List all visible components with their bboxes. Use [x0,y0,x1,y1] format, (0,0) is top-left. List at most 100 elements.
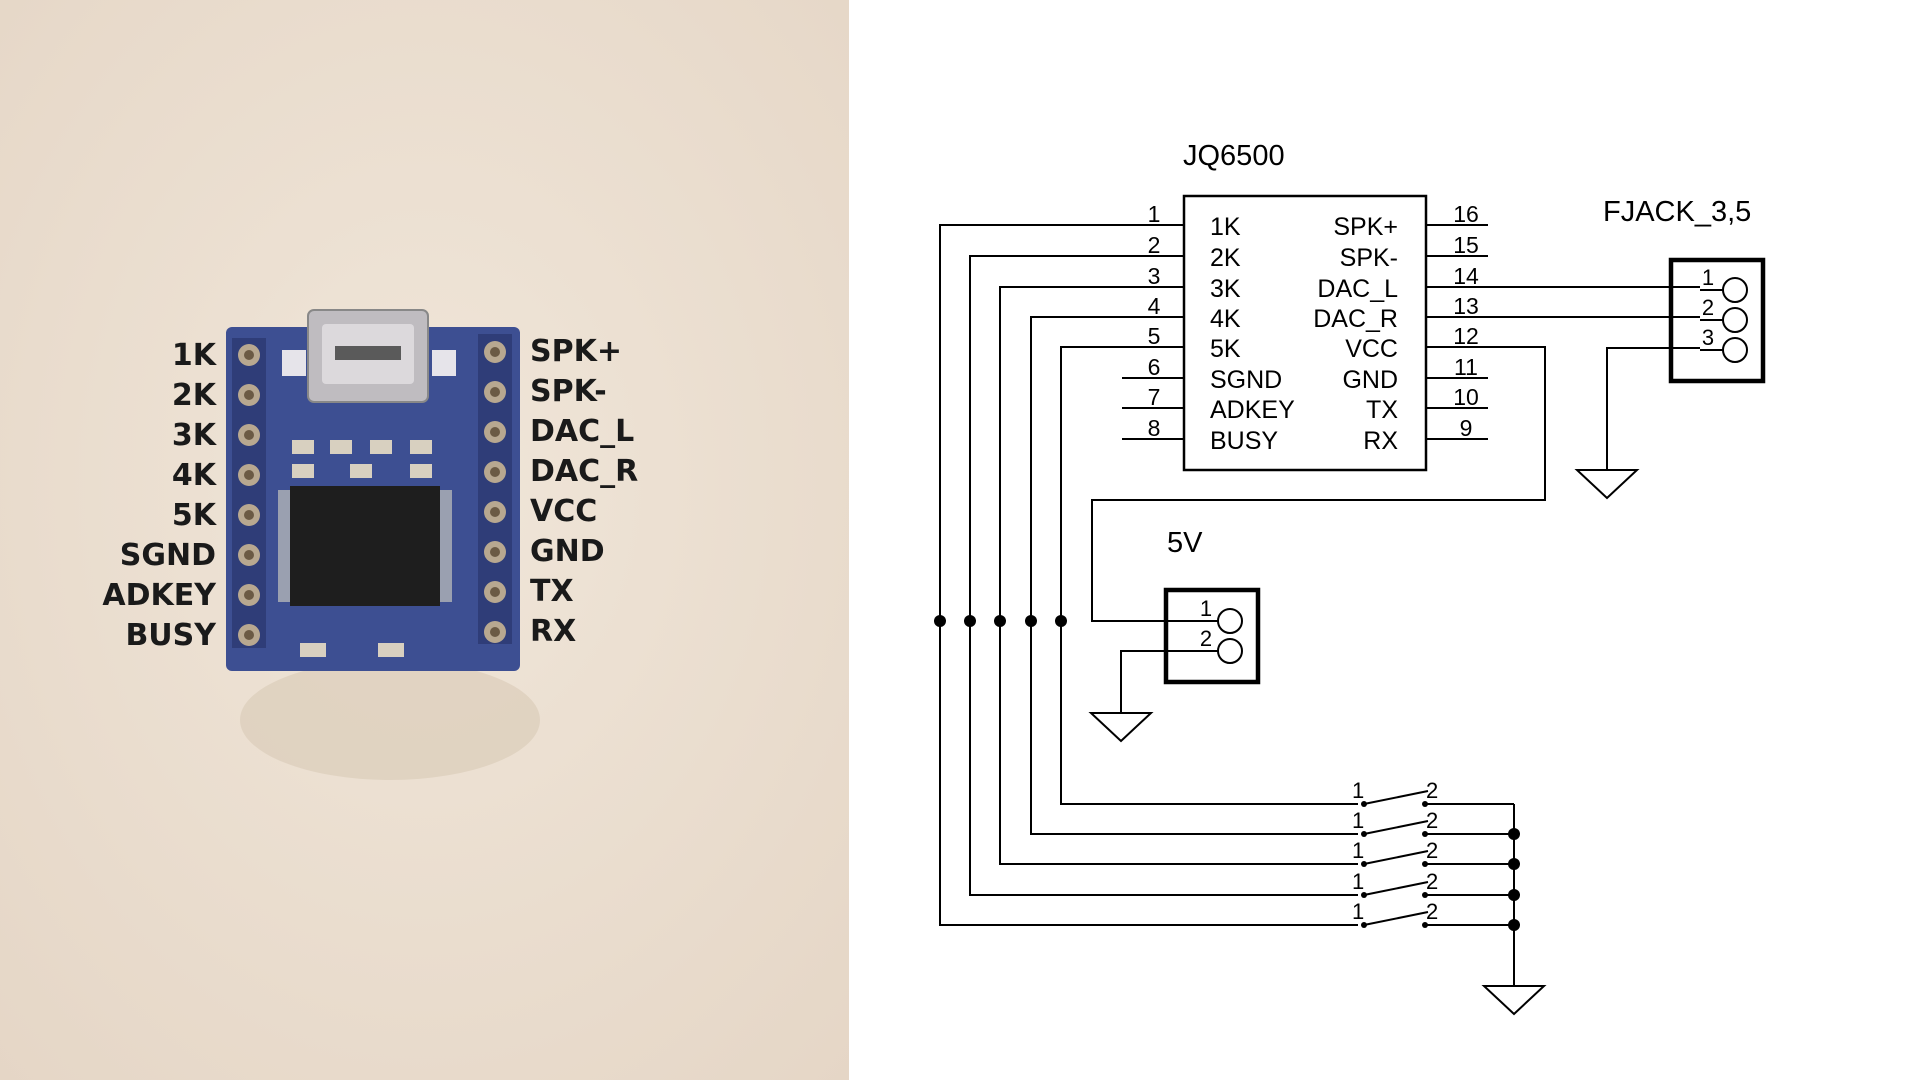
pin-name-gnd: GND [1342,366,1398,394]
pin-number-9: 9 [1460,415,1473,441]
pin-name-1k: 1K [1210,213,1241,241]
power-connector-body [1163,587,1261,685]
module-photo-canvas: 1K 2K 3K 4K 5K SGND ADKEY BUSY SPK+ SPK-… [0,0,849,1080]
board-label-5k: 5K [172,498,218,533]
pin-number-6: 6 [1148,354,1161,380]
board-label-gnd: GND [530,534,605,569]
jq6500-chip-body [1182,194,1428,472]
pin-name-tx: TX [1366,396,1398,424]
jq6500-board [226,309,520,671]
power-pin-2-circle [1217,638,1243,664]
pin-name-adkey: ADKEY [1210,396,1295,424]
jack-pins: 1 2 3 [1700,265,1748,363]
wire-key-2k [969,255,1364,896]
switch-4k-pin-2: 2 [1426,808,1438,833]
pin-name-spk-minus: SPK- [1340,244,1398,272]
pin-number-8: 8 [1148,415,1161,441]
right-pin-header [478,334,512,644]
pin-number-2: 2 [1148,232,1161,258]
pin-name-dac-l: DAC_L [1317,275,1398,303]
wire-key-1k [939,224,1364,926]
board-label-dac-l: DAC_L [530,414,634,449]
pin-name-dac-r: DAC_R [1313,305,1398,333]
right-pin-labels: SPK+ SPK- DAC_L DAC_R VCC GND TX RX [530,334,638,649]
switch-4k: 1 2 [1352,808,1514,845]
ground-symbol-switches [1481,985,1547,1016]
pin-number-4: 4 [1148,293,1161,319]
board-label-4k: 4K [172,458,218,493]
power-pin-1-circle [1217,608,1243,634]
switch-4k-pin-1: 1 [1352,808,1364,833]
left-pin-labels: 1K 2K 3K 4K 5K SGND ADKEY BUSY [102,338,217,653]
board-label-1k: 1K [172,338,218,373]
pin-number-15: 15 [1453,232,1479,258]
key-wires [939,224,1364,926]
schematic-diagram: JQ6500 1 2 3 4 5 6 [934,140,1766,1016]
board-label-dac-r: DAC_R [530,454,638,489]
switch-2k: 1 2 [1352,869,1514,906]
key-junction-dots [934,615,1067,627]
switch-2k-pin-1: 1 [1352,869,1364,894]
jack-connector-body [1668,257,1766,384]
ic-chip [278,486,452,606]
pin-name-5k: 5K [1210,335,1241,363]
switch-1k: 1 2 [1352,899,1514,936]
wire-key-3k [999,286,1364,865]
switch-5k-pin-1: 1 [1352,778,1364,803]
ground-symbol-jack [1574,469,1640,500]
pin-number-3: 3 [1148,263,1161,289]
board-label-sgnd: SGND [120,538,216,573]
pin-number-5: 5 [1148,323,1161,349]
power-pin-1-label: 1 [1200,596,1212,621]
board-label-tx: TX [530,574,574,609]
board-label-spk-plus: SPK+ [530,334,622,369]
power-pin-2-label: 2 [1200,626,1212,651]
ground-symbol-power [1088,712,1154,743]
board-label-3k: 3K [172,418,218,453]
board-label-2k: 2K [172,378,218,413]
wire-jack-gnd [1606,347,1700,470]
board-label-spk-minus: SPK- [530,374,607,409]
chip-title: JQ6500 [1183,140,1285,172]
wire-key-5k [1060,346,1364,805]
pin-name-vcc: VCC [1345,335,1398,363]
board-label-rx: RX [530,614,576,649]
pin-name-4k: 4K [1210,305,1241,333]
pin-number-1: 1 [1148,201,1161,227]
chip-right-pin-stubs [1426,224,1488,440]
left-pin-header [232,338,266,648]
key-switches: 1 2 1 2 1 2 [1352,778,1514,936]
wire-key-4k [1030,316,1364,835]
pin-number-14: 14 [1453,263,1479,289]
switch-3k-pin-1: 1 [1352,838,1364,863]
pin-name-sgnd: SGND [1210,366,1282,394]
pin-number-10: 10 [1453,384,1479,410]
board-label-busy: BUSY [125,618,217,653]
switch-3k-pin-2: 2 [1426,838,1438,863]
schematic-panel: JQ6500 1 2 3 4 5 6 [849,0,1920,1080]
pin-name-3k: 3K [1210,275,1241,303]
switch-2k-pin-2: 2 [1426,869,1438,894]
board-label-vcc: VCC [530,494,597,529]
board-shadow [240,660,540,780]
switch-1k-pin-2: 2 [1426,899,1438,924]
switch-3k: 1 2 [1352,838,1514,875]
pin-name-spk-plus: SPK+ [1333,213,1398,241]
pin-name-rx: RX [1363,427,1398,455]
pin-number-12: 12 [1453,323,1479,349]
jack-pin-3-label: 3 [1702,325,1714,350]
jack-pin-2-circle [1722,307,1748,333]
pin-number-16: 16 [1453,201,1479,227]
wire-power-gnd [1120,650,1195,713]
pin-number-7: 7 [1148,384,1161,410]
power-connector-pins: 1 2 [1195,596,1243,664]
switch-5k-pin-2: 2 [1426,778,1438,803]
jack-pin-1-circle [1722,277,1748,303]
jack-pin-3-circle [1722,337,1748,363]
pin-name-2k: 2K [1210,244,1241,272]
jack-title: FJACK_3,5 [1603,196,1751,228]
jack-pin-2-label: 2 [1702,295,1714,320]
switch-1k-pin-1: 1 [1352,899,1364,924]
power-connector-title: 5V [1167,527,1203,559]
pin-number-11: 11 [1454,354,1478,380]
